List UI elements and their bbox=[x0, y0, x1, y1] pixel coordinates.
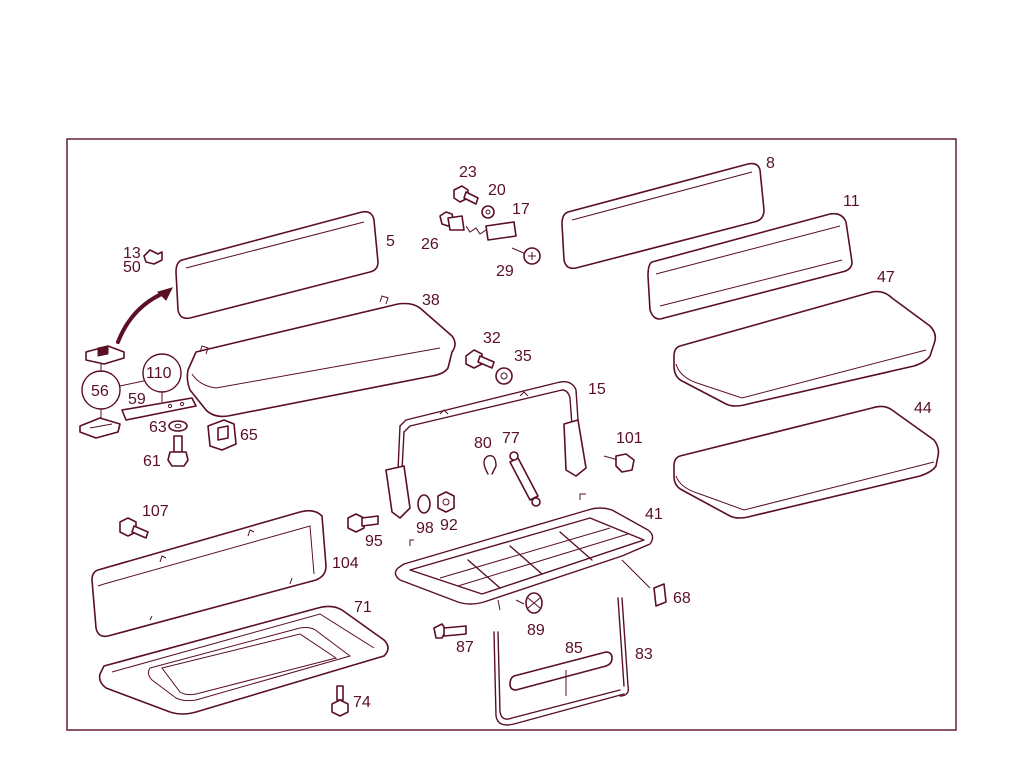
label-56: 56 bbox=[91, 383, 109, 400]
label-107: 107 bbox=[142, 503, 169, 520]
washer-20 bbox=[481, 205, 495, 219]
label-101: 101 bbox=[616, 430, 643, 447]
nut-26 bbox=[439, 211, 465, 231]
label-47: 47 bbox=[877, 269, 895, 286]
plate-17 bbox=[465, 221, 517, 241]
label-83: 83 bbox=[635, 646, 653, 663]
seat-cushion-38 bbox=[186, 295, 456, 418]
label-89: 89 bbox=[527, 622, 545, 639]
bolt-23 bbox=[453, 185, 479, 205]
label-44: 44 bbox=[914, 400, 932, 417]
clip-bracket-56-top bbox=[85, 345, 125, 365]
screw-61 bbox=[167, 435, 189, 467]
arrow-head bbox=[157, 287, 173, 301]
bolt-87 bbox=[433, 623, 467, 639]
label-50: 50 bbox=[123, 259, 141, 276]
arrow-to-cushion bbox=[116, 290, 168, 344]
seat-base-44 bbox=[673, 405, 940, 519]
label-23: 23 bbox=[459, 164, 477, 181]
label-65: 65 bbox=[240, 427, 258, 444]
backrest-cushion-11 bbox=[647, 212, 853, 320]
roller-89 bbox=[525, 592, 543, 614]
bolt-32 bbox=[465, 349, 495, 369]
label-85: 85 bbox=[565, 640, 583, 657]
label-41: 41 bbox=[645, 506, 663, 523]
label-20: 20 bbox=[488, 182, 506, 199]
leg-frame-83 bbox=[493, 597, 630, 726]
label-77: 77 bbox=[502, 430, 520, 447]
seat-cushion-47 bbox=[673, 290, 937, 407]
screw-74 bbox=[331, 685, 349, 717]
label-11: 11 bbox=[843, 193, 860, 210]
label-104: 104 bbox=[332, 555, 359, 572]
label-98: 98 bbox=[416, 520, 434, 537]
washer-98 bbox=[417, 494, 431, 514]
storage-box-104 bbox=[91, 509, 327, 638]
block-68 bbox=[653, 583, 667, 607]
label-8: 8 bbox=[766, 155, 775, 172]
label-59: 59 bbox=[128, 391, 146, 408]
label-35: 35 bbox=[514, 348, 532, 365]
label-110: 110 bbox=[146, 365, 172, 382]
backrest-cushion-5 bbox=[175, 210, 379, 320]
strip-59 bbox=[121, 397, 197, 421]
label-68: 68 bbox=[673, 590, 691, 607]
bolt-95 bbox=[347, 513, 379, 533]
label-87: 87 bbox=[456, 639, 474, 656]
label-29: 29 bbox=[496, 263, 514, 280]
label-61: 61 bbox=[143, 453, 161, 470]
screw-29 bbox=[511, 247, 541, 265]
label-5: 5 bbox=[386, 233, 395, 250]
bolt-107 bbox=[119, 517, 149, 539]
label-17: 17 bbox=[512, 201, 530, 218]
label-95: 95 bbox=[365, 533, 383, 550]
clip-13-50 bbox=[143, 249, 163, 265]
label-71: 71 bbox=[354, 599, 372, 616]
bar-85 bbox=[509, 651, 613, 696]
label-74: 74 bbox=[353, 694, 371, 711]
diagram-frame bbox=[66, 138, 957, 731]
rack-frame-41 bbox=[394, 493, 654, 605]
label-38: 38 bbox=[422, 292, 440, 309]
nut-92 bbox=[437, 491, 455, 513]
bracket-65 bbox=[207, 419, 237, 451]
label-80: 80 bbox=[474, 435, 492, 452]
label-32: 32 bbox=[483, 330, 501, 347]
tray-71 bbox=[98, 605, 389, 715]
label-63: 63 bbox=[149, 419, 167, 436]
washer-63 bbox=[168, 420, 188, 432]
bolt-101 bbox=[603, 453, 635, 473]
clip-80 bbox=[483, 455, 497, 475]
gas-strut-77 bbox=[509, 451, 541, 507]
backrest-cushion-8 bbox=[561, 162, 765, 270]
label-92: 92 bbox=[440, 517, 458, 534]
clip-bracket-56-bottom bbox=[79, 417, 121, 439]
label-13: 13 bbox=[123, 245, 141, 262]
washer-35 bbox=[495, 367, 513, 385]
label-26: 26 bbox=[421, 236, 439, 253]
label-15: 15 bbox=[588, 381, 606, 398]
seat-frame-15 bbox=[385, 380, 587, 519]
